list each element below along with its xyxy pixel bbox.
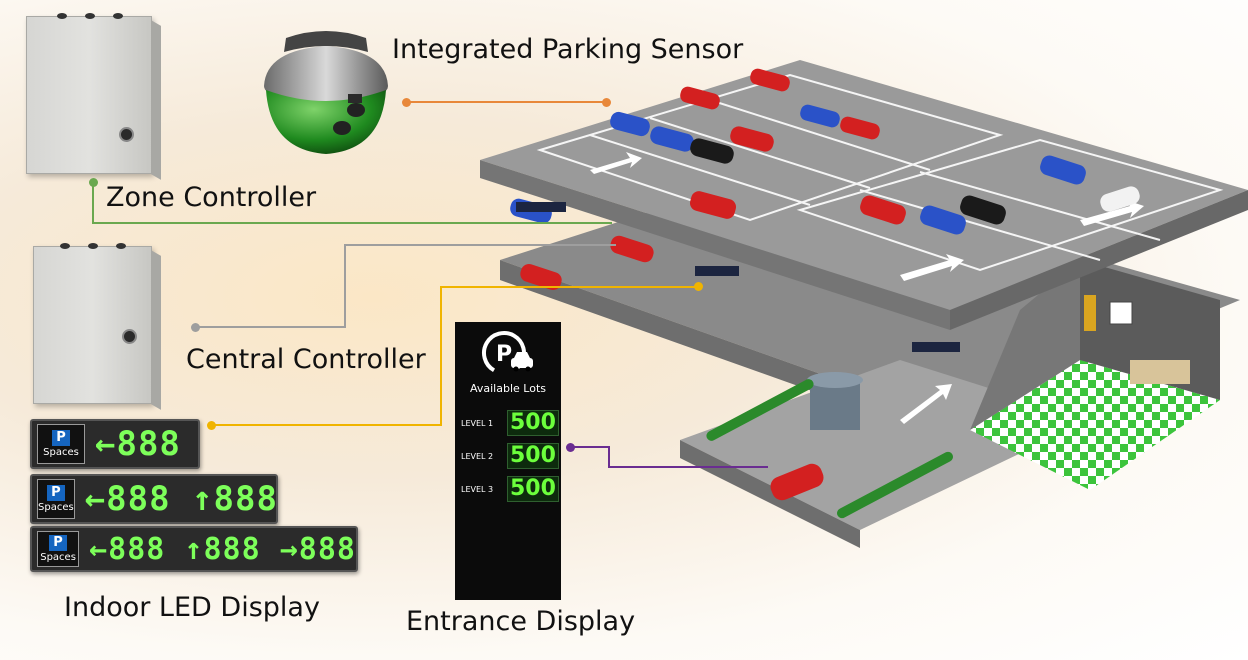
- led-display-single: P Spaces ←888: [30, 419, 200, 469]
- indoor-led-display-label: Indoor LED Display: [64, 592, 320, 623]
- lock-icon: [119, 127, 134, 142]
- parking-badge-text: Spaces: [38, 502, 74, 513]
- entrance-level-label: LEVEL 1: [461, 418, 494, 428]
- parking-sensor-icon: [264, 31, 388, 154]
- parking-p-icon: P: [46, 485, 65, 501]
- zone-connector-line: [92, 182, 94, 224]
- indoor-connector-dot: [694, 282, 703, 291]
- svg-text:P: P: [496, 342, 512, 367]
- led-readout: ←888 ↑888 →888: [89, 531, 356, 567]
- entrance-level-label: LEVEL 2: [461, 451, 494, 461]
- indoor-connector-line: [210, 424, 442, 426]
- central-controller-label: Central Controller: [186, 344, 426, 375]
- parking-p-icon: P: [52, 430, 70, 446]
- parking-badge: P Spaces: [37, 531, 80, 567]
- entrance-level-value: 500: [507, 443, 559, 469]
- zone-controller-label: Zone Controller: [106, 182, 317, 213]
- sensor-label: Integrated Parking Sensor: [392, 34, 744, 65]
- lock-icon: [122, 329, 137, 344]
- entrance-level-row: LEVEL 1 500: [461, 410, 559, 436]
- entrance-display-title: Available Lots: [470, 382, 546, 395]
- entrance-display: P Available Lots LEVEL 1 500 LEVEL 2 500…: [455, 322, 561, 600]
- led-display-double: P Spaces ←888 ↑888: [30, 474, 278, 524]
- led-readout: ←888 ↑888: [84, 479, 278, 519]
- parking-badge: P Spaces: [37, 479, 75, 519]
- entrance-connector-line: [608, 466, 768, 468]
- entrance-level-row: LEVEL 3 500: [461, 476, 559, 502]
- entrance-level-label: LEVEL 3: [461, 484, 494, 494]
- sensor-connector-line: [406, 101, 606, 103]
- entrance-connector-line: [608, 446, 610, 468]
- entrance-level-value: 500: [507, 476, 559, 502]
- central-connector-line: [195, 326, 345, 328]
- entrance-level-row: LEVEL 2 500: [461, 443, 559, 469]
- led-readout: ←888: [95, 424, 181, 464]
- parking-badge-text: Spaces: [40, 552, 76, 563]
- central-connector-line: [344, 244, 346, 328]
- sensor-connector-dot: [602, 98, 611, 107]
- zone-controller-box: [26, 13, 161, 180]
- parking-badge-text: Spaces: [43, 447, 79, 458]
- led-display-triple: P Spaces ←888 ↑888 →888: [30, 526, 358, 572]
- entrance-display-label: Entrance Display: [406, 606, 636, 637]
- central-connector-line: [344, 244, 616, 246]
- entrance-connector-line: [570, 446, 610, 448]
- indoor-connector-line: [440, 286, 700, 288]
- entrance-level-value: 500: [507, 410, 559, 436]
- parking-garage-illustration: [480, 60, 1248, 548]
- parking-badge: P Spaces: [37, 424, 85, 464]
- parking-p-icon: P: [49, 535, 68, 551]
- central-controller-box: [33, 243, 161, 410]
- parking-car-icon: P: [482, 331, 533, 375]
- zone-connector-line: [92, 222, 612, 224]
- indoor-connector-line: [440, 286, 442, 426]
